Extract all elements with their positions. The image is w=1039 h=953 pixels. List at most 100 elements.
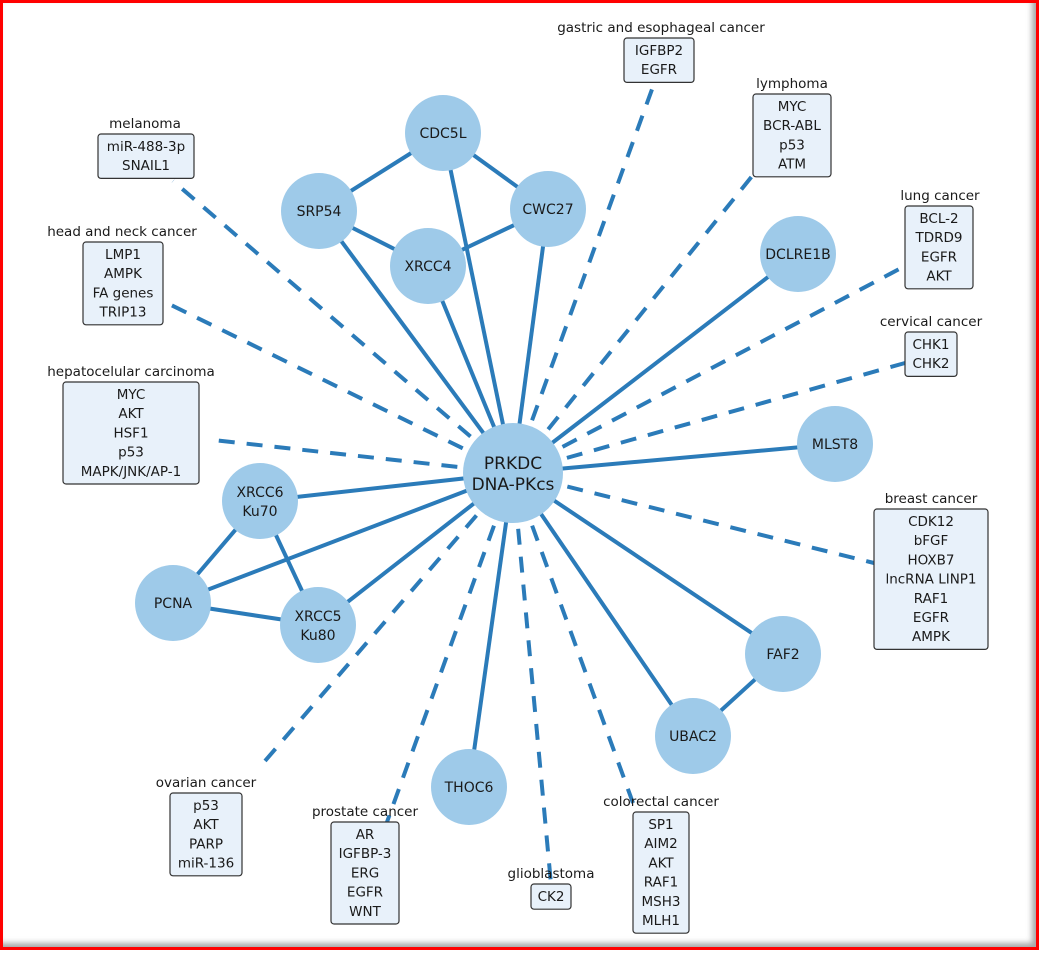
protein-node-cdc5l: CDC5L — [405, 95, 481, 171]
cancer-title: lung cancer — [900, 188, 980, 204]
protein-node-circle — [797, 406, 873, 482]
cancer-title: melanoma — [109, 116, 181, 132]
dashed-edge-cervical — [512, 361, 906, 475]
gene-label: p53 — [193, 798, 219, 814]
gene-label: SP1 — [648, 817, 673, 833]
gene-label: CDK12 — [908, 514, 954, 530]
dashed-edge-breast — [512, 471, 875, 565]
protein-label: XRCC4 — [404, 259, 451, 275]
dashed-edge-gastric — [511, 80, 657, 474]
edge-center-pcna — [172, 471, 514, 605]
gene-label: IGFBP2 — [635, 43, 683, 59]
protein-node-circle — [222, 463, 298, 539]
cancer-box-rect — [97, 133, 195, 180]
gene-label: TDRD9 — [914, 230, 962, 246]
gene-label: AKT — [118, 406, 144, 422]
center-label: PRKDC — [484, 454, 542, 474]
protein-node-circle — [135, 565, 211, 641]
gene-label: bFGF — [914, 533, 949, 549]
protein-node-circle — [281, 173, 357, 249]
gene-label: lncRNA LINP1 — [885, 572, 976, 588]
cancer-title: hepatocelular carcinoma — [47, 364, 215, 380]
protein-node-circle — [280, 587, 356, 663]
gene-label: CK2 — [538, 889, 565, 905]
protein-label: DCLRE1B — [765, 247, 830, 263]
cancer-title: colorectal cancer — [603, 794, 719, 810]
gene-label: ERG — [351, 865, 379, 881]
dashed-edge-glioblastoma — [511, 472, 553, 885]
gene-label: WNT — [349, 904, 381, 920]
gene-label: MYC — [778, 99, 807, 115]
cancer-title: breast cancer — [885, 491, 978, 507]
cancer-title: cervical cancer — [880, 314, 983, 330]
gene-label: LMP1 — [105, 247, 141, 263]
protein-label: CWC27 — [522, 202, 573, 218]
protein-label: XRCC5 — [294, 609, 341, 625]
gene-label: EGFR — [921, 249, 957, 265]
protein-label: XRCC6 — [236, 485, 283, 501]
edge-center-mlst8 — [512, 442, 836, 475]
gene-label: ATM — [778, 157, 806, 173]
protein-node-faf2: FAF2 — [745, 616, 821, 692]
dashed-edge-ovarian — [263, 471, 515, 763]
gene-label: p53 — [779, 137, 805, 153]
cancer-box-rect — [330, 821, 400, 925]
protein-node-thoc6: THOC6 — [431, 749, 507, 825]
center-alias-label: DNA-PKcs — [472, 475, 555, 495]
protein-node-circle — [431, 749, 507, 825]
gene-label: AMPK — [912, 629, 951, 645]
gene-label: MAPK/JNK/AP-1 — [81, 464, 181, 480]
gene-label: miR-488-3p — [107, 139, 185, 155]
protein-node-circle — [655, 698, 731, 774]
cancer-box-rect — [904, 331, 958, 378]
dashed-edge-melanoma — [171, 179, 515, 475]
cancer-box-rect — [752, 93, 832, 178]
gene-label: miR-136 — [178, 856, 234, 872]
protein-node-srp54: SRP54 — [281, 173, 357, 249]
dashed-edge-colorectal — [511, 472, 635, 804]
gene-label: EGFR — [347, 885, 383, 901]
cancer-title: glioblastoma — [508, 866, 595, 882]
gene-label: SNAIL1 — [122, 158, 170, 174]
protein-node-pcna: PCNA — [135, 565, 211, 641]
cancer-box-rect — [623, 37, 695, 84]
gene-label: AKT — [926, 269, 952, 285]
protein-node-circle — [760, 216, 836, 292]
protein-label: FAF2 — [766, 647, 799, 663]
gene-label: RAF1 — [914, 591, 948, 607]
gene-label: AKT — [193, 817, 219, 833]
gene-label: CHK1 — [912, 337, 949, 353]
gene-label: RAF1 — [644, 875, 678, 891]
cancer-boxes-layer: gastric and esophageal cancerIGFBP2EGFRl… — [47, 20, 989, 934]
protein-node-circle — [405, 95, 481, 171]
cancer-title: gastric and esophageal cancer — [557, 20, 765, 36]
cancer-title: prostate cancer — [312, 804, 419, 820]
gene-label: AKT — [648, 855, 674, 871]
protein-node-cwc27: CWC27 — [510, 171, 586, 247]
dashed-edge-lung — [512, 264, 906, 475]
edge-center-srp54 — [317, 209, 515, 475]
protein-alias-label: Ku70 — [242, 504, 277, 520]
protein-node-mlst8: MLST8 — [797, 406, 873, 482]
gene-label: IGFBP-3 — [339, 846, 392, 862]
interaction-network-diagram: gastric and esophageal cancerIGFBP2EGFRl… — [47, 20, 989, 934]
gene-label: BCL-2 — [919, 211, 958, 227]
gene-label: TRIP13 — [99, 305, 147, 321]
dashed-edge-prostate — [385, 472, 515, 823]
gene-label: HOXB7 — [907, 552, 954, 568]
gene-label: AMPK — [104, 266, 143, 282]
cancer-box-rect — [632, 811, 690, 934]
